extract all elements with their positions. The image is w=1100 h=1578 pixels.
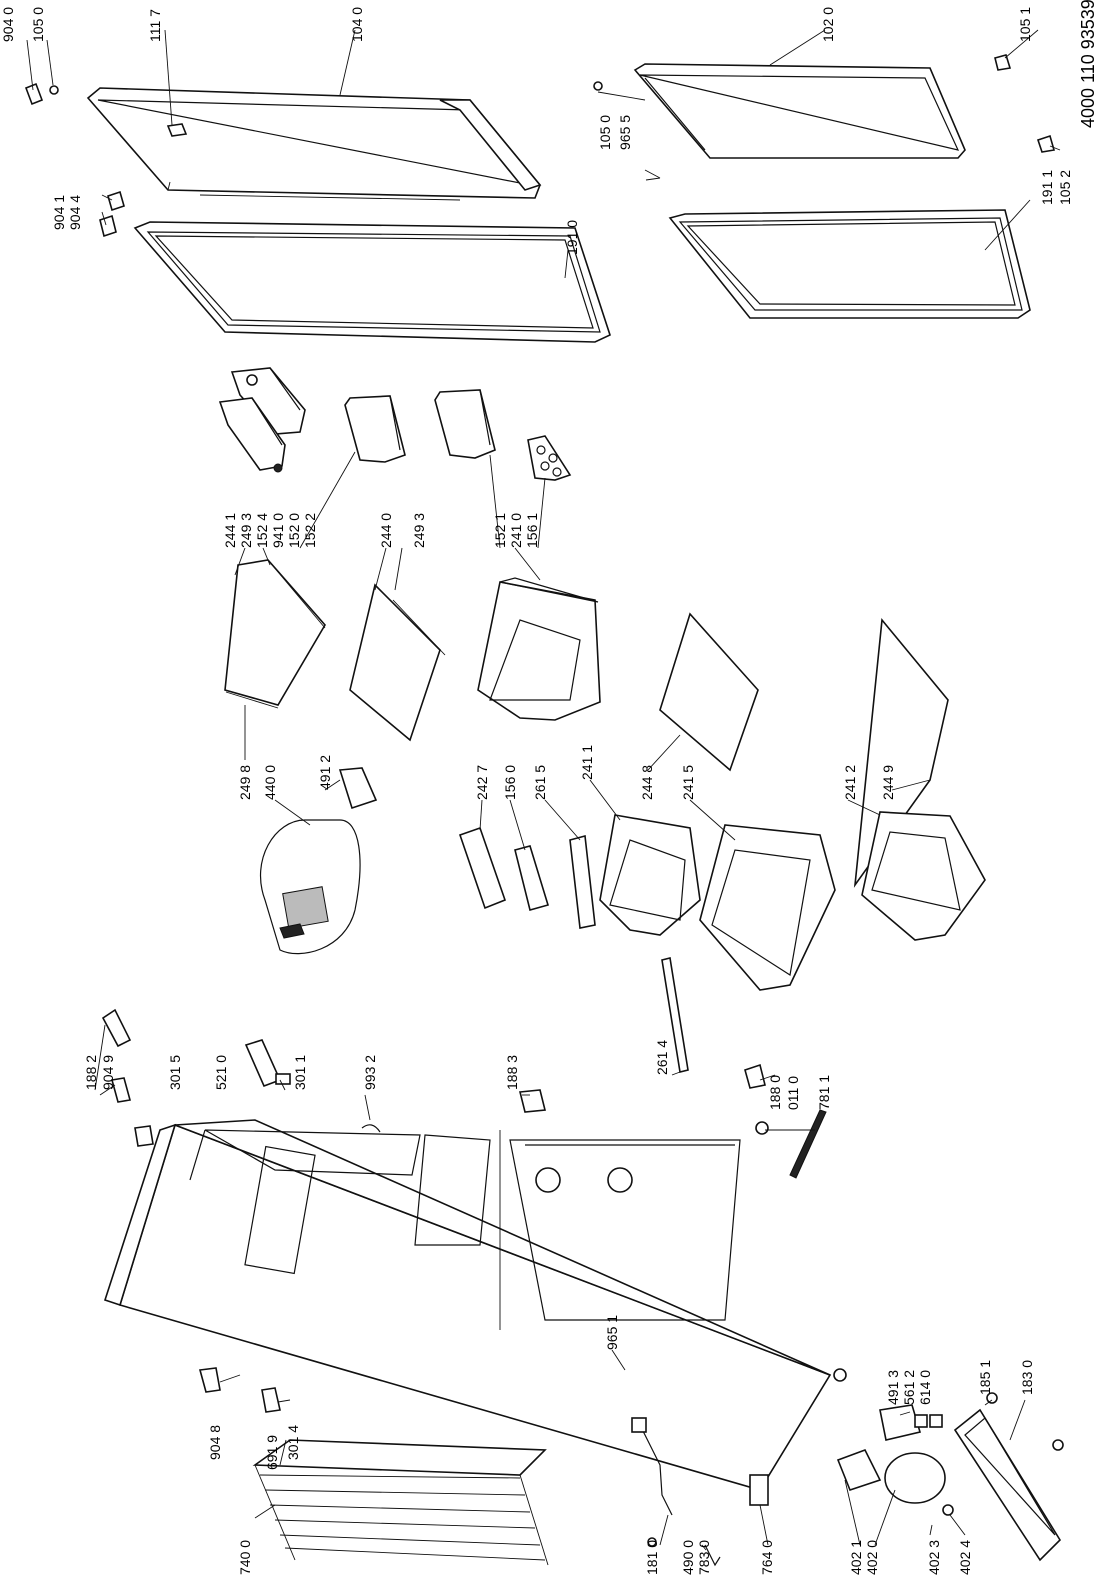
label-904-1: 904 1 xyxy=(51,195,67,230)
label-783-0: 783 0 xyxy=(696,1540,712,1575)
label-904-8: 904 8 xyxy=(207,1425,223,1460)
power-cord-part xyxy=(631,1417,769,1567)
hinge-parts xyxy=(101,1008,827,1179)
label-188-0: 188 0 xyxy=(767,1075,783,1110)
label-152-4: 152 4 xyxy=(254,513,270,548)
label-490-0: 490 0 xyxy=(680,1540,696,1575)
label-965-5: 965 5 xyxy=(617,115,633,150)
label-105-2: 105 2 xyxy=(1057,170,1073,205)
label-965-1: 965 1 xyxy=(604,1315,620,1350)
label-156-1: 156 1 xyxy=(524,513,540,548)
label-301-1: 301 1 xyxy=(292,1055,308,1090)
label-152-0: 152 0 xyxy=(286,513,302,548)
label-183-0: 183 0 xyxy=(1019,1360,1035,1395)
label-904-9: 904 9 xyxy=(100,1055,116,1090)
upper-door-gasket-part xyxy=(133,221,611,343)
label-188-3: 188 3 xyxy=(504,1055,520,1090)
cabinet-fittings xyxy=(134,1121,847,1413)
label-111-7: 111 7 xyxy=(147,9,163,42)
compressor-base-plate-part xyxy=(953,1392,1064,1562)
label-904-4: 904 4 xyxy=(67,195,83,230)
label-301-5: 301 5 xyxy=(167,1055,183,1090)
label-105-0-b: 105 0 xyxy=(597,115,613,150)
condenser-part xyxy=(252,1439,549,1566)
label-011-0: 011 0 xyxy=(785,1076,801,1110)
label-249-3: 249 3 xyxy=(238,513,254,548)
label-241-5: 241 5 xyxy=(680,765,696,800)
label-301-4: 301 4 xyxy=(285,1425,301,1460)
label-102-0: 102 0 xyxy=(820,7,836,42)
label-521-0: 521 0 xyxy=(213,1055,229,1090)
label-561-2: 561 2 xyxy=(901,1370,917,1405)
label-185-1: 185 1 xyxy=(977,1360,993,1395)
label-241-0: 241 0 xyxy=(508,513,524,548)
compressor-part xyxy=(836,1404,954,1516)
door-balcony-parts xyxy=(218,367,572,481)
label-191-1: 191 1 xyxy=(1039,170,1055,205)
label-105-0: 105 0 xyxy=(30,7,46,42)
label-241-2: 241 2 xyxy=(842,765,858,800)
label-764-0: 764 0 xyxy=(759,1540,775,1575)
evaporator-module-part xyxy=(259,767,378,955)
label-244-1: 244 1 xyxy=(222,513,238,548)
label-491-2: 491 2 xyxy=(317,755,333,790)
label-104-0: 104 0 xyxy=(349,7,365,42)
label-156-0: 156 0 xyxy=(502,765,518,800)
callout-labels: 904 0 105 0 111 7 104 0 102 0 105 1 904 … xyxy=(0,7,1073,1575)
drawer-rail-parts xyxy=(458,826,689,1073)
label-261-5: 261 5 xyxy=(532,765,548,800)
label-993-2: 993 2 xyxy=(362,1055,378,1090)
label-249-8: 249 8 xyxy=(237,765,253,800)
door-label-plate xyxy=(166,123,188,137)
label-241-1: 241 1 xyxy=(579,745,595,780)
label-781-1: 781 1 xyxy=(816,1075,832,1110)
label-244-0: 244 0 xyxy=(378,513,394,548)
label-181-0: 181 0 xyxy=(644,1540,660,1575)
label-691-9: 691 9 xyxy=(264,1435,280,1470)
label-402-1: 402 1 xyxy=(848,1540,864,1575)
label-261-4: 261 4 xyxy=(654,1040,670,1075)
hinge-cover-part xyxy=(24,54,1056,238)
label-152-2: 152 2 xyxy=(302,513,318,548)
label-244-8: 244 8 xyxy=(639,765,655,800)
label-244-9: 244 9 xyxy=(880,765,896,800)
label-105-1: 105 1 xyxy=(1017,7,1033,42)
label-941-0: 941 0 xyxy=(270,513,286,548)
crisper-drawer-parts xyxy=(477,577,986,991)
label-152-1: 152 1 xyxy=(492,513,508,548)
document-number: 4000 110 93539 xyxy=(1078,0,1098,128)
label-614-0: 614 0 xyxy=(917,1370,933,1405)
label-740-0: 740 0 xyxy=(237,1540,253,1575)
label-904-0: 904 0 xyxy=(0,7,16,42)
lower-door-gasket-part xyxy=(668,209,1031,319)
leader-lines xyxy=(26,29,1061,1551)
refrigerator-cabinet-part xyxy=(103,1119,832,1491)
label-402-0: 402 0 xyxy=(864,1540,880,1575)
label-402-3: 402 3 xyxy=(926,1540,942,1575)
label-402-4: 402 4 xyxy=(957,1540,973,1575)
label-440-0: 440 0 xyxy=(262,765,278,800)
label-491-3: 491 3 xyxy=(885,1370,901,1405)
lower-door-part xyxy=(633,63,966,159)
upper-door-part xyxy=(86,87,542,201)
label-249-3-b: 249 3 xyxy=(411,513,427,548)
label-188-2: 188 2 xyxy=(83,1055,99,1090)
label-242-7: 242 7 xyxy=(474,765,490,800)
label-191-0: 191 0 xyxy=(564,220,580,255)
